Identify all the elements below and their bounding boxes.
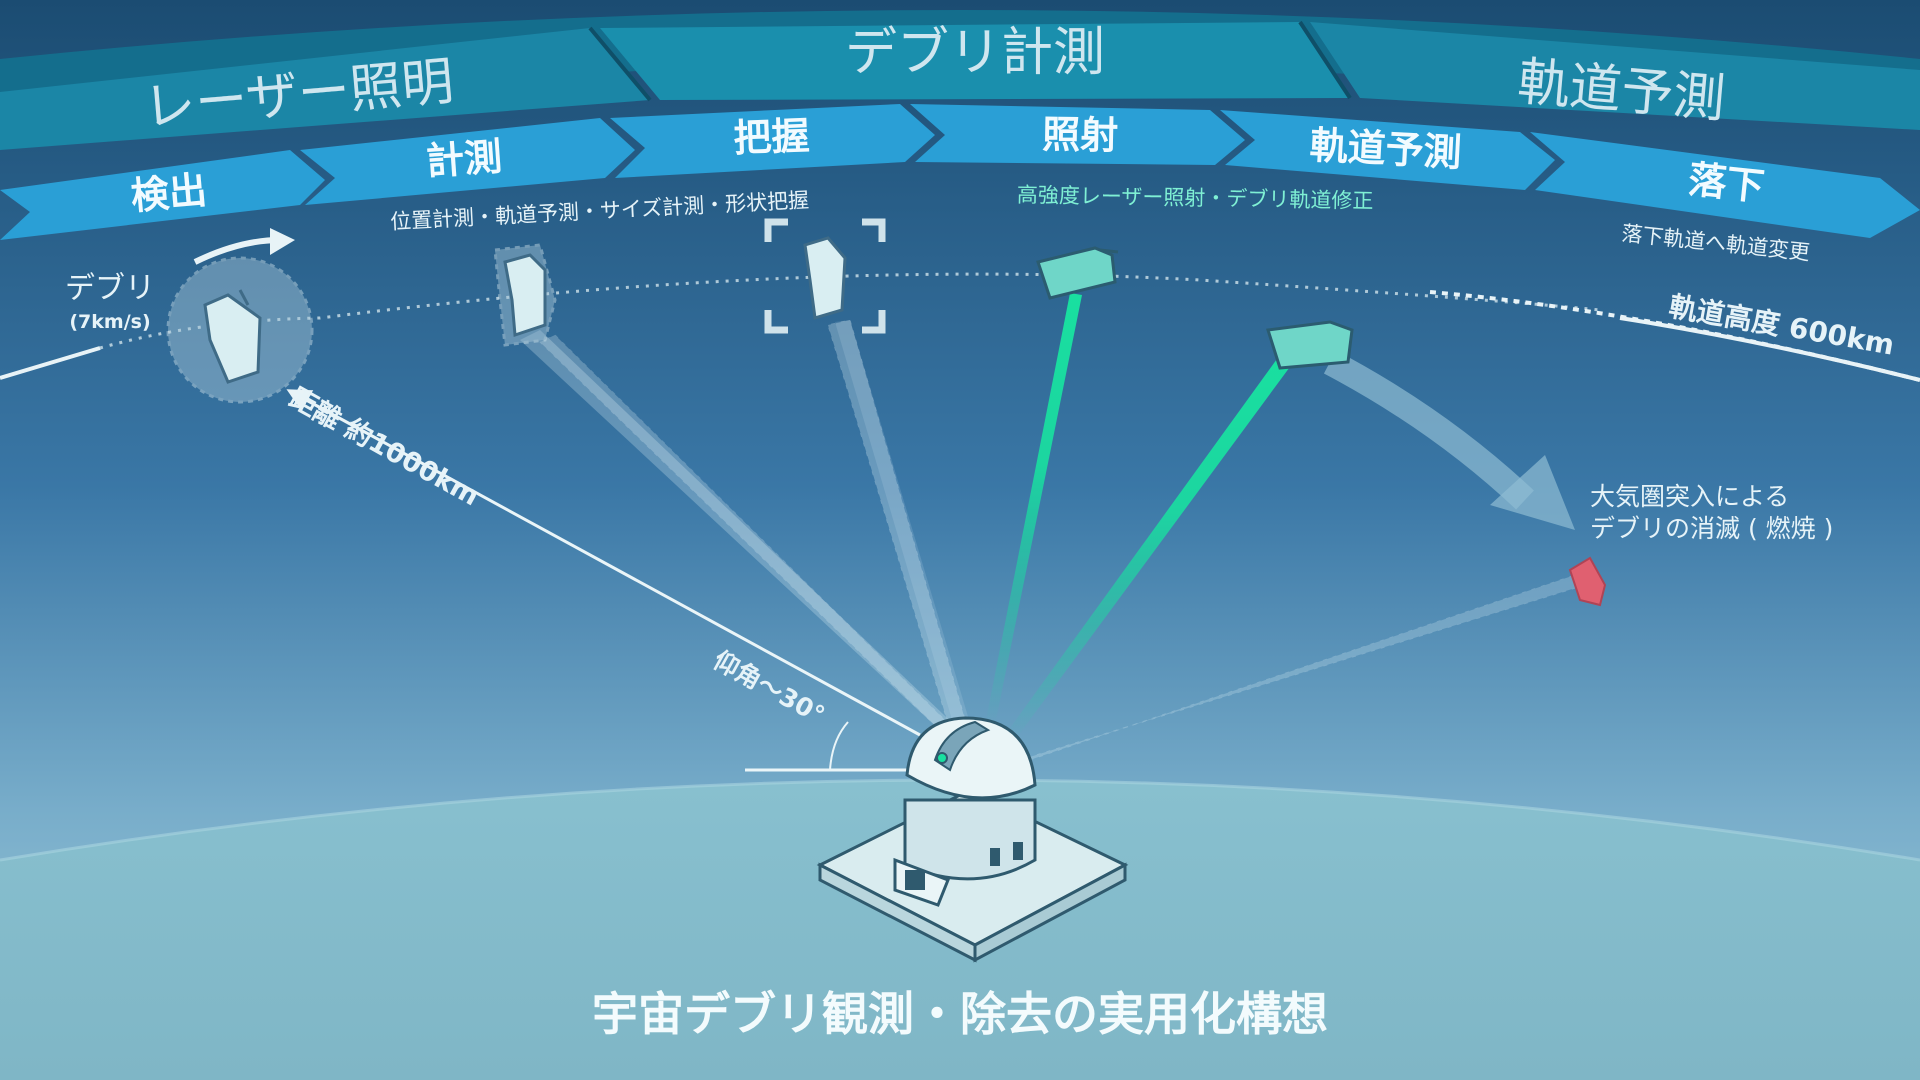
step-fall: 落下 (1686, 157, 1766, 209)
debris-label: デブリ (65, 271, 155, 306)
step-detect: 検出 (129, 168, 209, 218)
observatory (816, 716, 1129, 963)
reentry-label-line1: 大気圏突入による (1590, 482, 1789, 511)
observation-beams (286, 319, 1586, 771)
elevation-arc (829, 721, 849, 771)
debris-measure (493, 243, 557, 347)
debris-burning (1568, 556, 1607, 607)
step-irradiate: 照射 (1042, 112, 1119, 157)
reentry-arrow-head (1490, 455, 1575, 530)
top-phase-banner (0, 10, 1920, 150)
debris-orbit-change (1266, 320, 1354, 370)
debris-grasp (764, 218, 886, 334)
reentry-arrow (1323, 350, 1534, 510)
step-grasp: 把握 (733, 114, 811, 161)
debris-detect (166, 256, 314, 404)
laser-beams (985, 293, 1295, 740)
phase-title-debris-measurement: デブリ計測 (845, 23, 1105, 83)
debris-irradiate (1036, 246, 1119, 300)
motion-arrow-head (270, 228, 295, 255)
debris-speed-label: (7km/s) (69, 311, 150, 333)
step-banner (0, 104, 1920, 240)
reentry-label-line2: デブリの消滅 ( 燃焼 ) (1590, 514, 1833, 543)
step-orbit-predict: 軌道予測 (1309, 123, 1463, 175)
step-measure: 計測 (425, 134, 504, 183)
page-title: 宇宙デブリ観測・除去の実用化構想 (592, 987, 1328, 1041)
